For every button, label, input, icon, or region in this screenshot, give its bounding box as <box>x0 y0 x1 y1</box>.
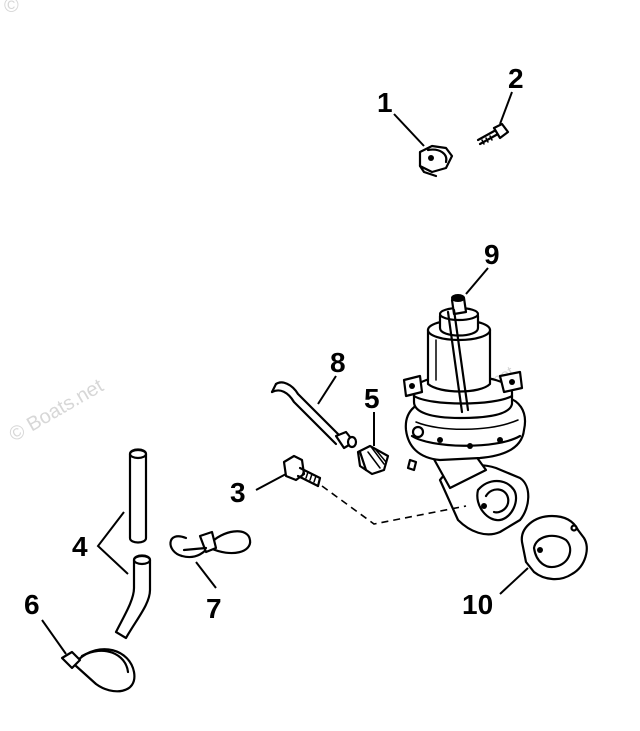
part-6-tie-strap <box>60 648 136 693</box>
leader-6 <box>41 619 67 655</box>
part-9-fuel-pump <box>402 294 530 536</box>
callout-9: 9 <box>484 239 500 270</box>
callout-8: 8 <box>330 347 346 378</box>
callout-4: 4 <box>72 531 88 562</box>
callout-1: 1 <box>377 87 393 118</box>
leader-9 <box>465 267 489 295</box>
watermark-text: © Boats.net <box>6 375 108 447</box>
leader-1 <box>393 113 425 147</box>
callout-2: 2 <box>508 63 524 94</box>
part-10-gasket <box>520 514 588 581</box>
leader-8 <box>317 375 337 405</box>
leader-2 <box>499 91 513 125</box>
part-8-fuel-line <box>270 381 358 450</box>
part-1-clip <box>418 144 454 178</box>
leader-10 <box>499 567 529 595</box>
copyright-mark: © <box>4 0 19 17</box>
part-5-fitting <box>356 444 390 476</box>
callout-5: 5 <box>364 383 380 414</box>
callout-6: 6 <box>24 589 40 620</box>
part-2-screw <box>476 122 510 146</box>
assembly-line <box>321 485 467 525</box>
callout-3: 3 <box>230 477 246 508</box>
callout-7: 7 <box>206 593 222 624</box>
leader-4 <box>96 511 129 575</box>
part-3-bolt <box>282 454 322 488</box>
part-7-clamp <box>169 530 252 559</box>
leader-3 <box>255 473 287 491</box>
callout-10: 10 <box>462 589 493 620</box>
leader-7 <box>195 561 217 589</box>
part-4-hoses <box>114 448 152 640</box>
